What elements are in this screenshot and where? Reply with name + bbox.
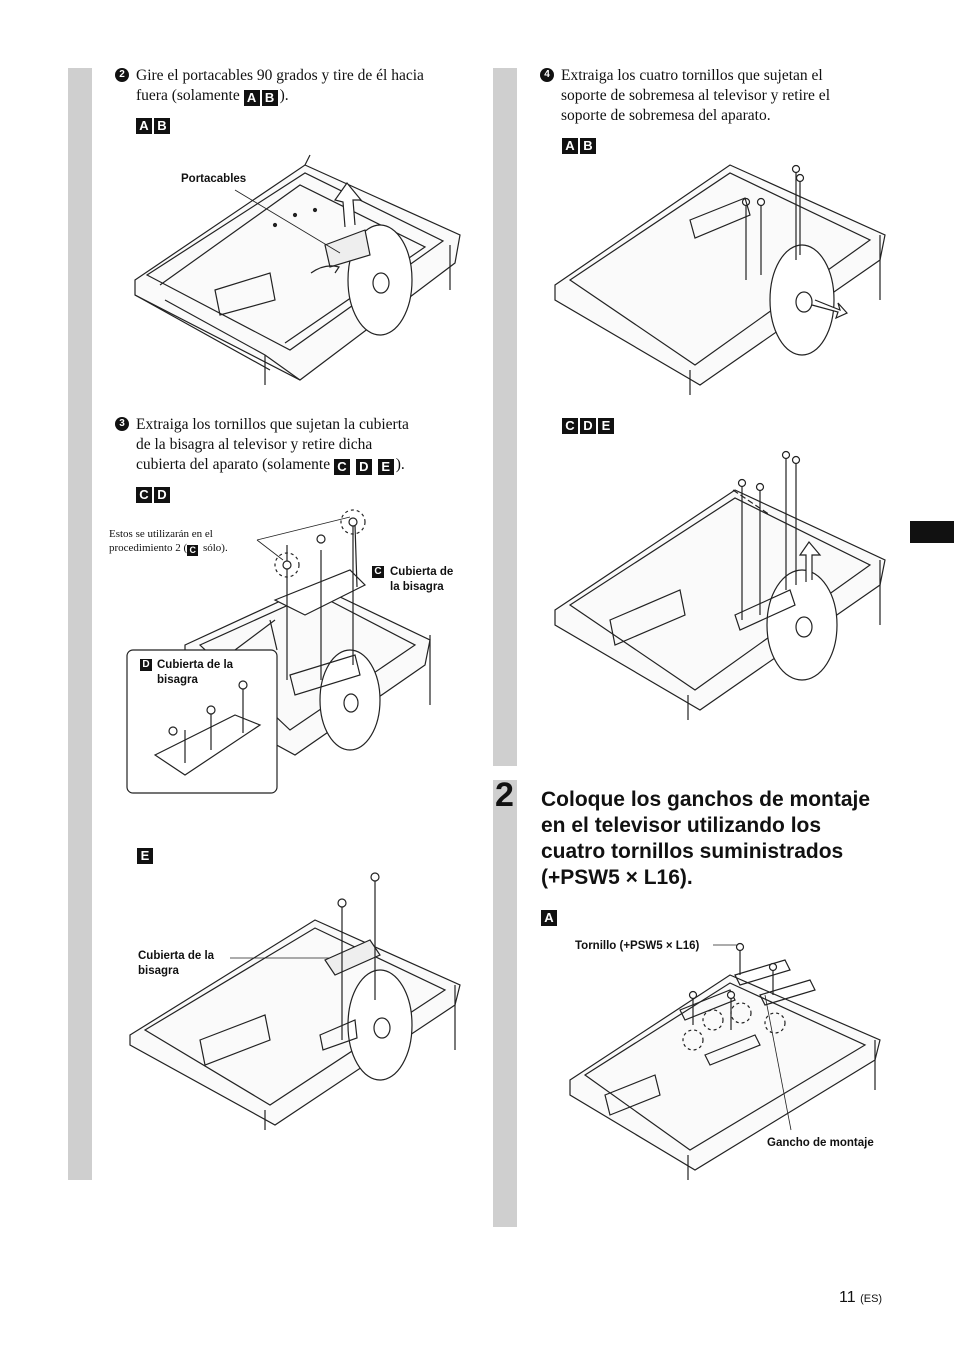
- model-letter: D: [154, 487, 170, 503]
- tv-figure-stand-removal-ab: [550, 160, 890, 395]
- model-letter: A: [562, 138, 578, 154]
- step-text: Extraiga los cuatro tornillos que sujeta…: [561, 66, 901, 126]
- step-text-line: cubierta del aparato (solamente: [136, 456, 331, 473]
- step-text: Extraiga los tornillos que sujetan la cu…: [136, 415, 476, 475]
- right-column-bar-lower: [493, 780, 517, 1227]
- label-screw: Tornillo (+PSW5 × L16): [575, 940, 700, 952]
- chapter-tab: [910, 521, 954, 543]
- note-line: Estos se utilizarán en el: [109, 528, 213, 540]
- step-text-line: de la bisagra al televisor y retire dich…: [136, 436, 373, 453]
- model-letter: B: [154, 118, 170, 134]
- main-step-heading: Coloque los ganchos de montaje en el tel…: [541, 787, 911, 891]
- figure-model-letters: A: [541, 907, 559, 926]
- step-text-line: Extraiga los cuatro tornillos que sujeta…: [561, 67, 823, 84]
- model-letter: C: [372, 566, 384, 578]
- step-text-close: ).: [279, 87, 289, 104]
- step-text-line: Gire el portacables 90 grados y tire de …: [136, 67, 424, 84]
- tv-figure-hinge-cover-e: [125, 870, 465, 1130]
- right-column-bar: [493, 68, 517, 766]
- reuse-note: Estos se utilizarán en el procedimiento …: [109, 527, 279, 556]
- label-hinge-cover-c: C Cubierta de la bisagra: [372, 565, 453, 595]
- main-step-number: 2: [495, 776, 514, 814]
- label-line: la bisagra: [390, 581, 444, 593]
- step-text-line: fuera (solamente: [136, 87, 240, 104]
- model-letter: C: [333, 459, 350, 475]
- step-text-line: soporte de sobremesa del aparato.: [561, 107, 771, 124]
- figure-model-letters: E: [137, 845, 155, 864]
- page-number: 11 (ES): [839, 1289, 882, 1307]
- step-text: Gire el portacables 90 grados y tire de …: [136, 66, 476, 106]
- step-text-line: soporte de sobremesa al televisor y reti…: [561, 87, 830, 104]
- tv-figure-cable-holder: [125, 155, 465, 385]
- step-number: 2: [115, 68, 129, 82]
- step-text-line: Extraiga los tornillos que sujetan la cu…: [136, 416, 409, 433]
- label-portacables: Portacables: [181, 173, 247, 185]
- step-number: 4: [540, 68, 554, 82]
- heading-line: en el televisor utilizando los: [541, 814, 822, 837]
- note-line: procedimiento 2 (: [109, 542, 188, 554]
- label-line: bisagra: [138, 965, 179, 977]
- label-line: Cubierta de la: [157, 659, 234, 671]
- model-letter: B: [580, 138, 596, 154]
- model-letter: A: [541, 910, 557, 926]
- model-letter: A: [136, 118, 152, 134]
- step-text-close: ).: [395, 456, 405, 473]
- model-letter: C: [187, 545, 199, 556]
- step-number: 3: [115, 417, 129, 431]
- model-letter: A: [243, 90, 260, 106]
- heading-line: (+PSW5 × L16).: [541, 866, 693, 889]
- model-letter: D: [355, 459, 372, 475]
- left-column-bar: [68, 68, 92, 1180]
- tv-figure-hinge-cover-cd: [125, 505, 465, 795]
- label-hinge-cover-e: Cubierta de la bisagra: [138, 949, 214, 979]
- model-letter: E: [137, 848, 153, 864]
- label-line: Cubierta de la: [138, 950, 215, 962]
- model-letter: E: [377, 459, 394, 475]
- tv-figure-mounting-hooks: [545, 935, 885, 1180]
- label-line: Cubierta de: [390, 566, 454, 578]
- model-letter: C: [136, 487, 152, 503]
- heading-line: cuatro tornillos suministrados: [541, 840, 844, 863]
- page-language: (ES): [860, 1293, 883, 1305]
- model-letter: D: [140, 659, 152, 671]
- label-line: bisagra: [157, 674, 198, 686]
- model-letter: E: [598, 418, 614, 434]
- label-mounting-hook: Gancho de montaje: [767, 1137, 874, 1149]
- model-letter: C: [562, 418, 578, 434]
- heading-line: Coloque los ganchos de montaje: [541, 788, 871, 811]
- model-letter: B: [261, 90, 278, 106]
- model-letter: D: [580, 418, 596, 434]
- page-number-value: 11: [839, 1289, 856, 1306]
- label-hinge-cover-d: D Cubierta de la bisagra: [140, 658, 233, 688]
- note-line: sólo).: [200, 542, 228, 554]
- tv-figure-stand-removal-cde: [550, 445, 890, 720]
